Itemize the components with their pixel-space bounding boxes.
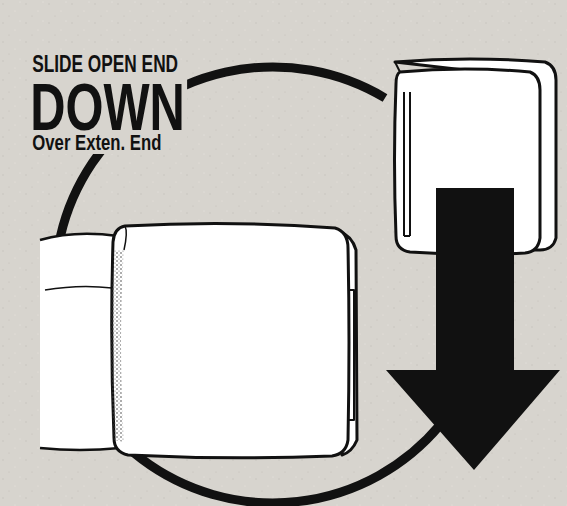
box-bottom <box>111 223 357 457</box>
box-left <box>40 234 120 450</box>
instruction-subtext: Over Exten. End <box>30 132 164 154</box>
down-arrow <box>386 188 560 470</box>
instruction-keyword: DOWN <box>28 74 187 140</box>
instruction-heading: SLIDE OPEN END <box>30 52 180 76</box>
